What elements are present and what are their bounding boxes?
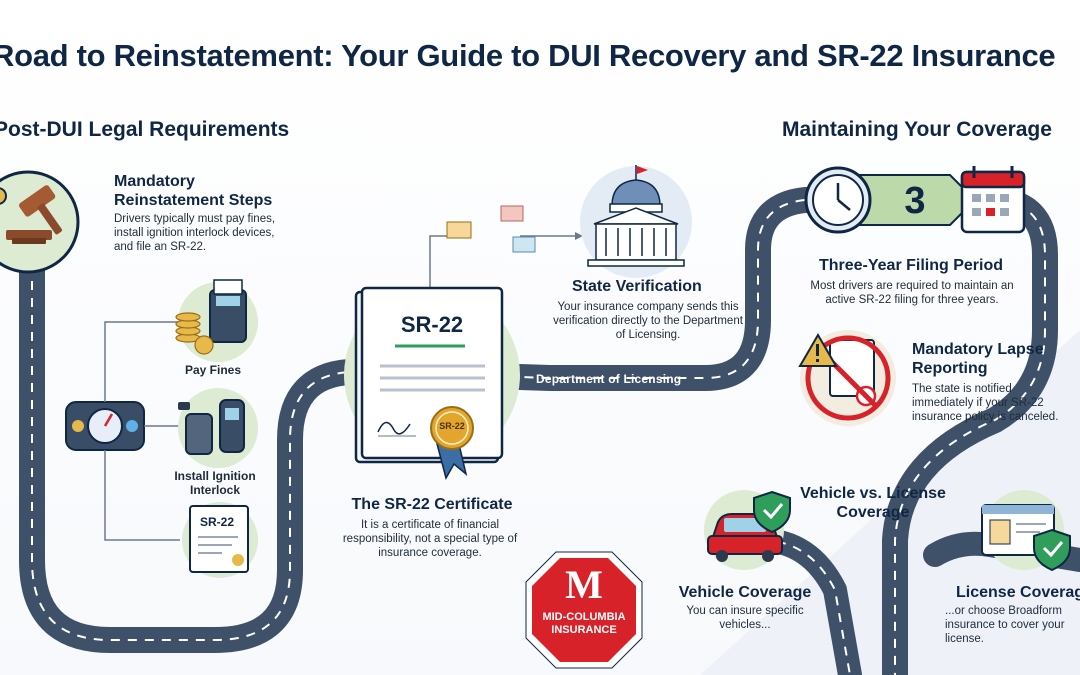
- license-card-icon: [981, 490, 1064, 570]
- page-title: Road to Reinstatement: Your Guide to DUI…: [0, 38, 1056, 73]
- vehicle-vs-license-heading: Vehicle vs. License Coverage: [800, 485, 946, 521]
- company-logo: [525, 551, 643, 669]
- seal-label: SR-22: [439, 421, 465, 431]
- certificate-description: It is a certificate of financial respons…: [342, 519, 518, 559]
- steps-description: Drivers typically must pay fines, instal…: [114, 213, 276, 253]
- envelope-icon: [446, 205, 536, 253]
- breathalyzer-icon: [178, 388, 258, 468]
- calendar-icon: [960, 166, 1026, 234]
- branch-connectors: [104, 232, 583, 541]
- state-verification-heading: State Verification: [572, 278, 702, 295]
- license-coverage-description: ...or choose Broadform insurance to cove…: [945, 605, 1065, 645]
- years-number: 3: [904, 180, 926, 222]
- sr22-doc-label: SR-22: [200, 515, 235, 529]
- section-heading-legal: Post-DUI Legal Requirements: [0, 118, 290, 141]
- logo-letter: M: [565, 562, 603, 607]
- shield-check-icon: [753, 490, 791, 534]
- speedometer-icon: [65, 401, 145, 451]
- vehicle-coverage-description: You can insure specific vehicles...: [686, 605, 804, 631]
- certificate-title: SR-22: [400, 312, 464, 337]
- pay-fines-label: Pay Fines: [184, 363, 242, 377]
- three-year-description: Most drivers are required to maintain an…: [810, 280, 1014, 306]
- license-shield-icon: [1033, 528, 1071, 572]
- lapse-warning-icon: [798, 330, 896, 426]
- state-verification-description: Your insurance company sends this verifi…: [553, 301, 743, 341]
- clock-icon: [804, 166, 872, 234]
- certificate-heading: The SR-22 Certificate: [351, 496, 513, 513]
- sr22-document-icon: [182, 502, 258, 578]
- lapse-heading: Mandatory Lapse Reporting: [912, 341, 1044, 377]
- gavel-icon: [0, 170, 80, 274]
- interlock-label: Install Ignition Interlock: [174, 469, 256, 497]
- license-coverage-heading: License Coverage: [956, 584, 1080, 601]
- vehicle-coverage-heading: Vehicle Coverage: [678, 584, 812, 601]
- lapse-description: The state is notified immediately if you…: [912, 383, 1059, 423]
- logo-line1: MID-COLUMBIA: [542, 611, 626, 623]
- road-label-department: Department of Licensing: [536, 372, 682, 386]
- steps-heading: Mandatory Reinstatement Steps: [114, 173, 273, 209]
- sr22-certificate-icon: [344, 286, 520, 480]
- section-heading-coverage: Maintaining Your Coverage: [782, 118, 1052, 141]
- capitol-building-icon: [580, 165, 692, 278]
- pay-fines-icon: [175, 279, 258, 362]
- three-year-heading: Three-Year Filing Period: [818, 257, 1004, 274]
- logo-line2: INSURANCE: [551, 624, 617, 636]
